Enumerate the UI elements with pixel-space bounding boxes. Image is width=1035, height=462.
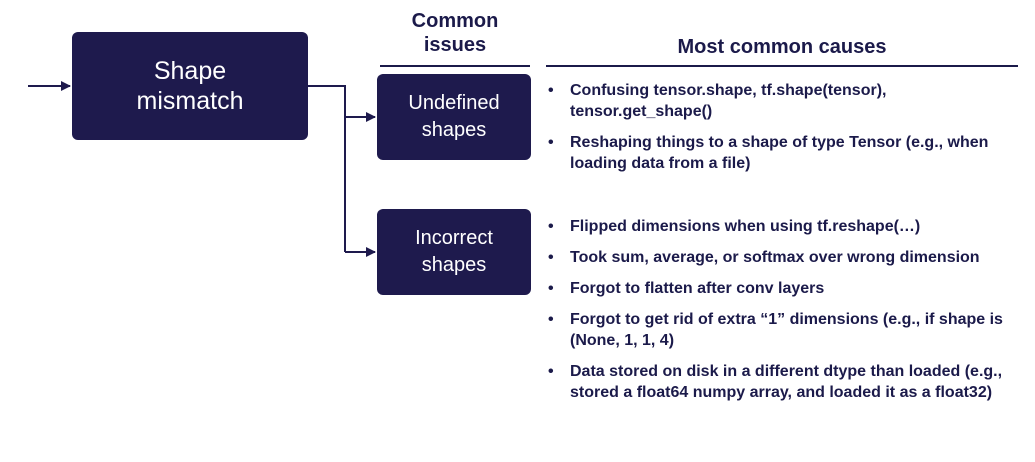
incorrect-box-line1: Incorrect [415,227,493,249]
branch-line [308,85,346,252]
issues-heading-rule [380,65,530,67]
cause-item: Forgot to flatten after conv layers [548,278,1018,299]
undefined-box-line2: shapes [421,119,487,141]
cause-item: Flipped dimensions when using tf.reshape… [548,216,1018,237]
cause-item: Data stored on disk in a different dtype… [548,361,1018,403]
issues-heading-line1: Common [411,10,499,32]
main-box-line2: mismatch [136,87,244,115]
cause-item: Confusing tensor.shape, tf.shape(tensor)… [548,80,1018,122]
main-box-line1: Shape [153,57,227,85]
undefined-box-line1: Undefined [408,92,500,114]
cause-item: Reshaping things to a shape of type Tens… [548,132,1018,174]
undefined-shapes-causes: Confusing tensor.shape, tf.shape(tensor)… [548,80,1018,184]
incorrect-shapes-box: Incorrect shapes [377,209,531,295]
shape-mismatch-box: Shape mismatch [72,32,308,140]
incorrect-shapes-causes: Flipped dimensions when using tf.reshape… [548,216,1018,413]
cause-item: Took sum, average, or softmax over wrong… [548,247,1018,268]
common-causes-heading: Most common causes [677,36,887,58]
common-issues-heading: Common issues [380,9,530,57]
issues-heading-line2: issues [423,34,487,56]
incorrect-box-line2: shapes [421,254,487,276]
causes-heading-rule [546,65,1018,67]
cause-item: Forgot to get rid of extra “1” dimension… [548,309,1018,351]
undefined-shapes-box: Undefined shapes [377,74,531,160]
